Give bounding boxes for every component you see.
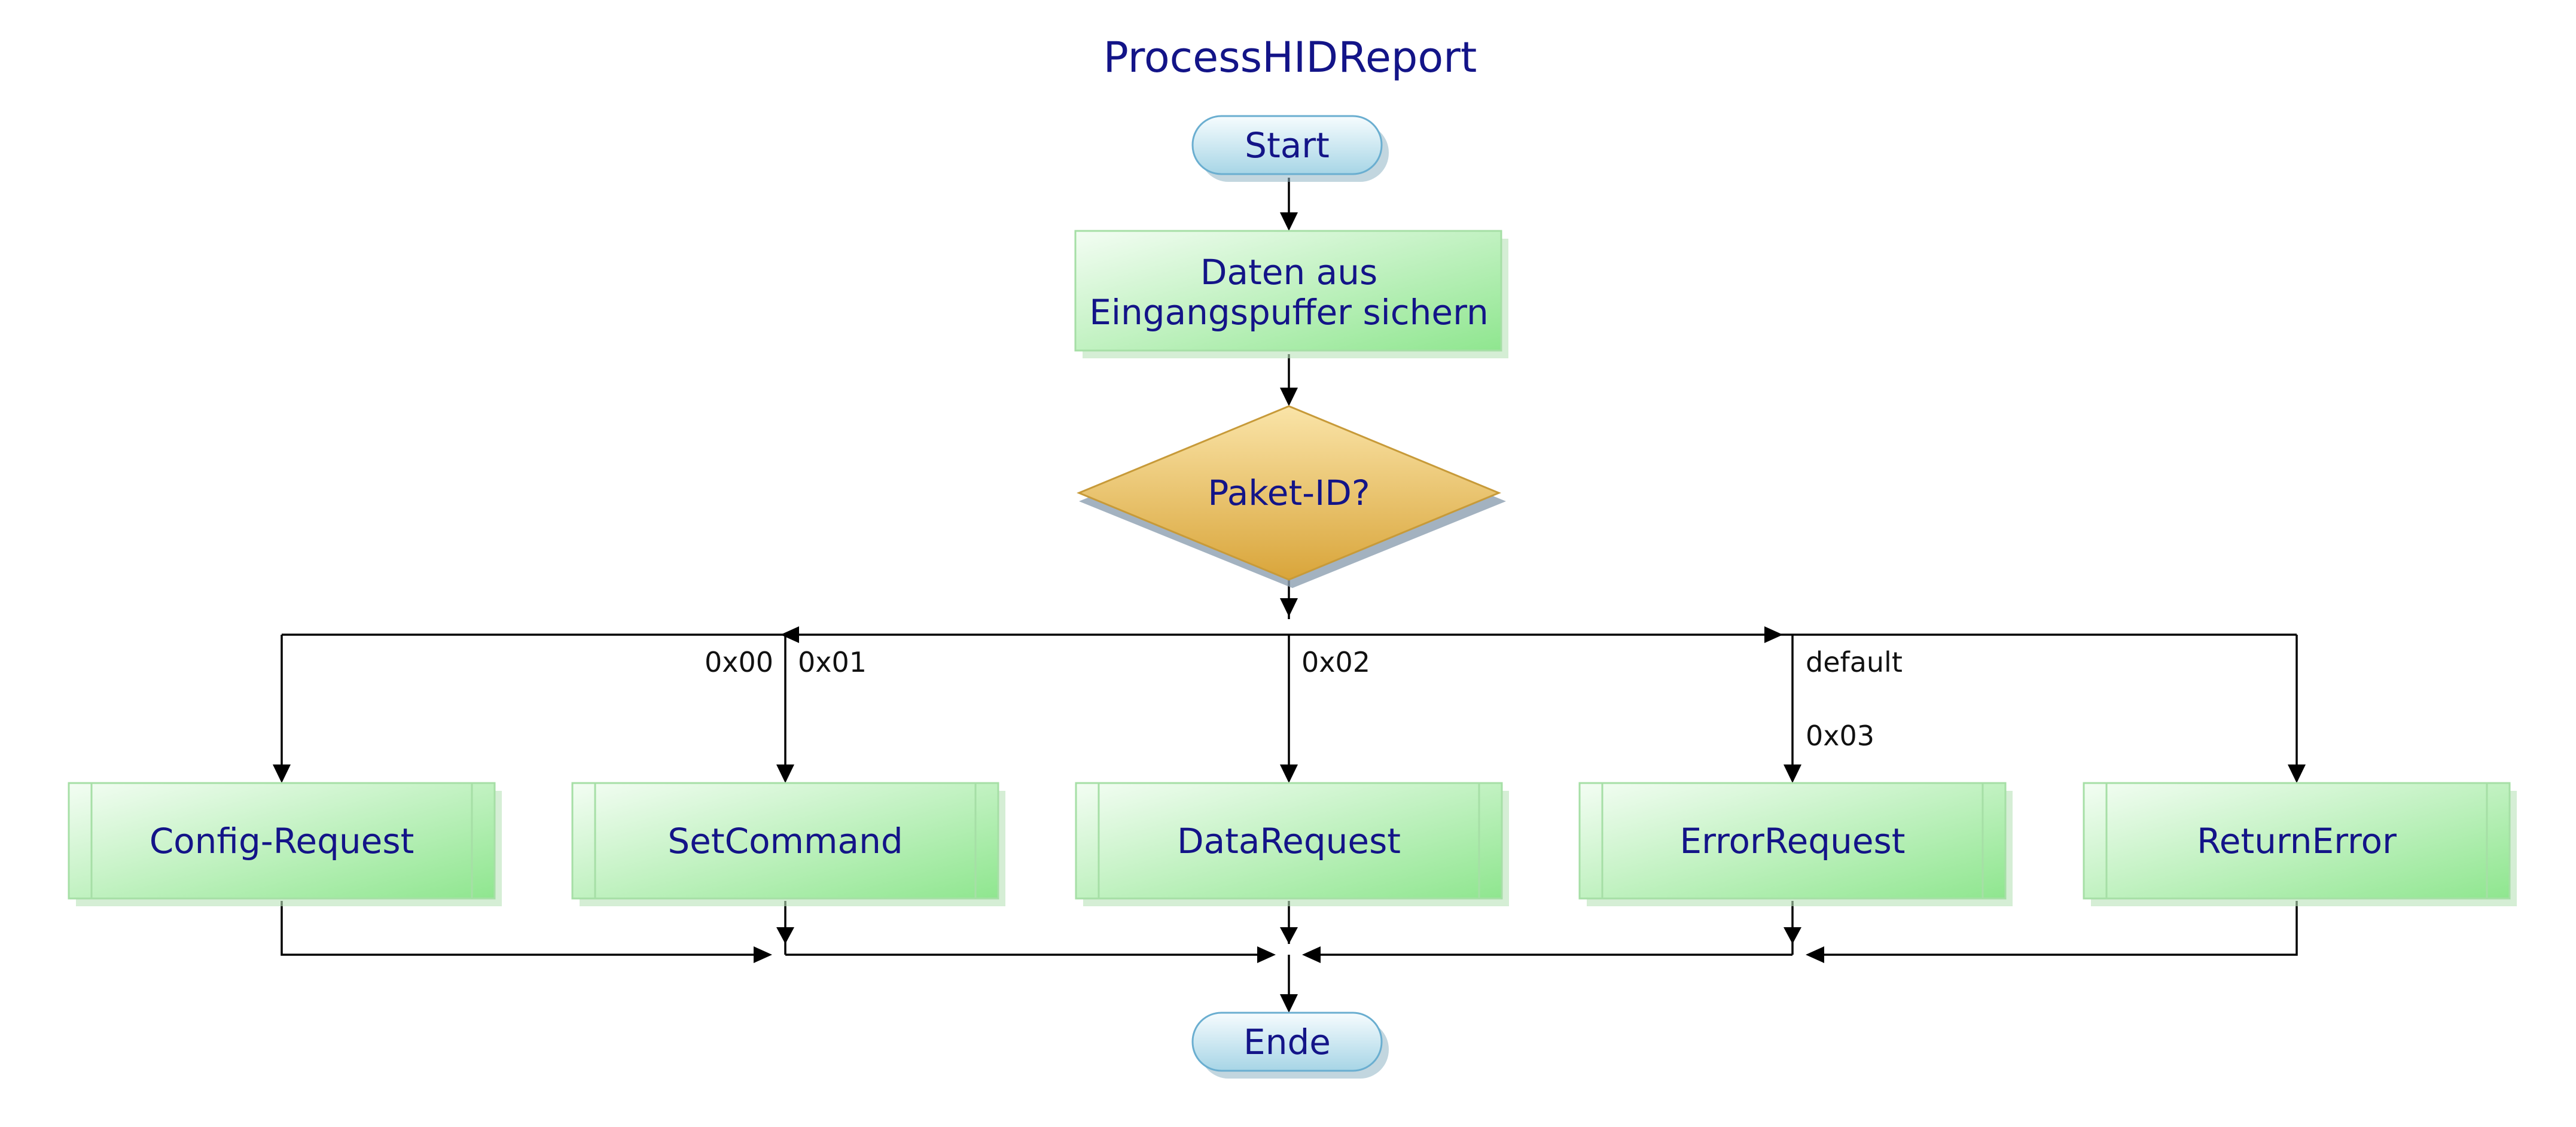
config-request-label: Config-Request <box>150 821 414 861</box>
connectors <box>273 178 2306 1013</box>
arrowhead-merge-center-right <box>1302 946 1321 963</box>
branch-label-0x02: 0x02 <box>1301 646 1370 678</box>
diagram-title: ProcessHIDReport <box>1103 33 1477 82</box>
set-command-label: SetCommand <box>667 821 903 861</box>
branch-labels: 0x00 0x01 0x02 default 0x03 <box>705 646 1903 752</box>
error-request-box: ErrorRequest <box>1578 782 2013 906</box>
arrowhead-save-to-decision <box>1280 388 1298 406</box>
error-request-label: ErrorRequest <box>1680 821 1906 861</box>
bus-arrow-right <box>1764 626 1783 643</box>
arrowhead-merge-4 <box>1806 946 1824 963</box>
start-label: Start <box>1245 125 1330 166</box>
bus-arrow-left <box>781 626 799 643</box>
save-label-line2: Eingangspuffer sichern <box>1089 292 1488 333</box>
arrowhead-exit-error-request <box>1784 927 1801 944</box>
return-error-box: ReturnError <box>2083 782 2517 906</box>
set-command-box: SetCommand <box>571 782 1005 906</box>
end-label: Ende <box>1243 1022 1331 1062</box>
branch-label-default: default <box>1806 646 1903 678</box>
return-error-label: ReturnError <box>2197 821 2397 861</box>
arrowhead-to-set-command <box>776 764 794 783</box>
arrowhead-merge-1 <box>754 946 772 963</box>
exit-config-request <box>281 901 769 956</box>
start-terminal: Start <box>1191 115 1389 182</box>
arrowhead-exit-set-command <box>776 927 794 944</box>
packet-id-decision: Paket-ID? <box>1077 405 1506 588</box>
exit-return-error <box>1809 901 2298 956</box>
end-terminal: Ende <box>1191 1012 1389 1079</box>
arrowhead-to-data-request <box>1280 764 1298 783</box>
arrowhead-start-to-save <box>1280 212 1298 231</box>
decision-label: Paket-ID? <box>1208 473 1370 513</box>
save-input-buffer-box: Daten aus Eingangspuffer sichern <box>1074 230 1508 358</box>
branch-label-0x01: 0x01 <box>798 646 867 678</box>
data-request-box: DataRequest <box>1075 782 1509 906</box>
config-request-box: Config-Request <box>68 782 502 906</box>
save-label-line1: Daten aus <box>1200 252 1377 293</box>
arrowhead-to-error-request <box>1784 764 1801 783</box>
arrowhead-merge-to-end <box>1280 994 1298 1013</box>
arrowhead-to-return-error <box>2288 764 2306 783</box>
arrowhead-exit-data-request <box>1280 927 1298 944</box>
branch-label-0x00: 0x00 <box>705 646 773 678</box>
branch-label-0x03: 0x03 <box>1806 720 1874 752</box>
data-request-label: DataRequest <box>1177 821 1401 861</box>
arrowhead-to-config-request <box>273 764 291 783</box>
arrowhead-decision-to-bus <box>1280 598 1298 617</box>
arrowhead-merge-center-left <box>1257 946 1276 963</box>
